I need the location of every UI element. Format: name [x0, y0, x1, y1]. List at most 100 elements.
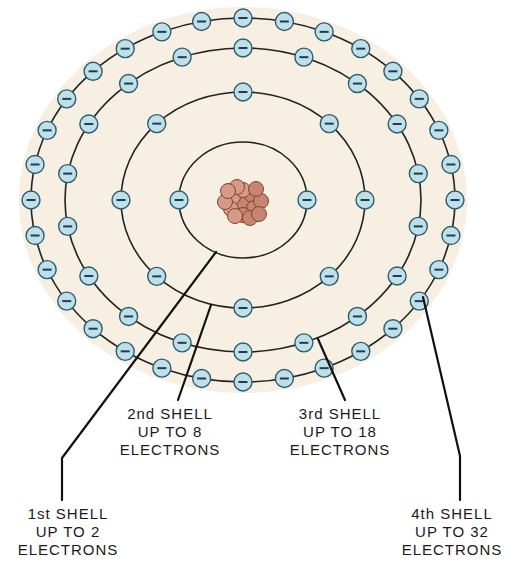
electron-body [26, 227, 44, 245]
minus-sign [197, 20, 206, 22]
minus-sign [84, 275, 93, 277]
electron [275, 370, 293, 388]
electron-body [384, 62, 402, 80]
electron [384, 320, 402, 338]
minus-sign [63, 225, 72, 227]
electron-body [173, 48, 191, 66]
electron-body [234, 299, 252, 317]
electron-body [298, 191, 316, 209]
electron-body [58, 90, 76, 108]
electron-body [315, 23, 333, 41]
electron [295, 48, 313, 66]
electron-body [234, 83, 252, 101]
electron [410, 90, 428, 108]
shell-label: 2nd SHELL UP TO 8 ELECTRONS [116, 405, 224, 459]
minus-sign [124, 83, 133, 85]
minus-sign [27, 199, 36, 201]
minus-sign [325, 275, 334, 277]
minus-sign [434, 129, 443, 131]
electron [234, 83, 252, 101]
electron-body [442, 227, 460, 245]
electron [59, 217, 77, 235]
electron [26, 227, 44, 245]
nucleon [252, 207, 267, 222]
electron-body [173, 334, 191, 352]
electron [275, 12, 293, 30]
leader-line [178, 305, 211, 400]
electron-body [275, 370, 293, 388]
minus-sign [89, 70, 98, 72]
electron-body [80, 115, 98, 133]
shell-label: 4th SHELL UP TO 32 ELECTRONS [398, 505, 506, 559]
minus-sign [62, 98, 71, 100]
shell-label: 3rd SHELL UP TO 18 ELECTRONS [286, 405, 394, 459]
atom-ground [19, 7, 467, 393]
minus-sign [414, 173, 423, 175]
electron-body [59, 217, 77, 235]
electron [80, 115, 98, 133]
electron-body [84, 320, 102, 338]
minus-sign [31, 163, 40, 165]
electron-body [84, 62, 102, 80]
electron [320, 115, 338, 133]
electron [234, 299, 252, 317]
minus-sign [43, 269, 52, 271]
minus-sign [414, 225, 423, 227]
electron [22, 191, 40, 209]
electron [409, 217, 427, 235]
electron-body [120, 307, 138, 325]
electron-body [348, 307, 366, 325]
minus-sign [280, 378, 289, 380]
leader-line [62, 252, 216, 500]
electron-body [26, 155, 44, 173]
minus-sign [43, 129, 52, 131]
leader-line [318, 339, 345, 400]
electron-body [148, 267, 166, 285]
minus-sign [239, 17, 248, 19]
electron-body [116, 40, 134, 58]
electron [384, 62, 402, 80]
electron-body [38, 261, 56, 279]
minus-sign [415, 98, 424, 100]
nucleon [249, 182, 264, 197]
minus-sign [303, 199, 312, 201]
electron [320, 267, 338, 285]
minus-sign [356, 350, 365, 352]
minus-sign [178, 342, 187, 344]
electron-body [348, 75, 366, 93]
minus-sign [415, 300, 424, 302]
nucleon [228, 209, 243, 224]
electron-body [58, 292, 76, 310]
electron [112, 191, 130, 209]
electron [173, 334, 191, 352]
minus-sign [320, 31, 329, 33]
nucleon [221, 184, 236, 199]
electron-body [384, 320, 402, 338]
electron [84, 320, 102, 338]
electron [148, 267, 166, 285]
electron-body [148, 115, 166, 133]
electron-body [409, 165, 427, 183]
minus-sign [157, 31, 166, 33]
minus-sign [361, 199, 370, 201]
minus-sign [62, 300, 71, 302]
minus-sign [446, 163, 455, 165]
minus-sign [239, 381, 248, 383]
shell-label: 1st SHELL UP TO 2 ELECTRONS [14, 505, 122, 559]
electron-body [193, 12, 211, 30]
electron [446, 191, 464, 209]
electron [26, 155, 44, 173]
electron [298, 191, 316, 209]
electron [348, 307, 366, 325]
electron [442, 227, 460, 245]
minus-sign [157, 367, 166, 369]
electron-body [234, 373, 252, 391]
electron [153, 23, 171, 41]
electron-body [234, 9, 252, 27]
electron [430, 261, 448, 279]
minus-sign [175, 199, 184, 201]
electron [148, 115, 166, 133]
minus-sign [393, 123, 402, 125]
electron-body [295, 334, 313, 352]
